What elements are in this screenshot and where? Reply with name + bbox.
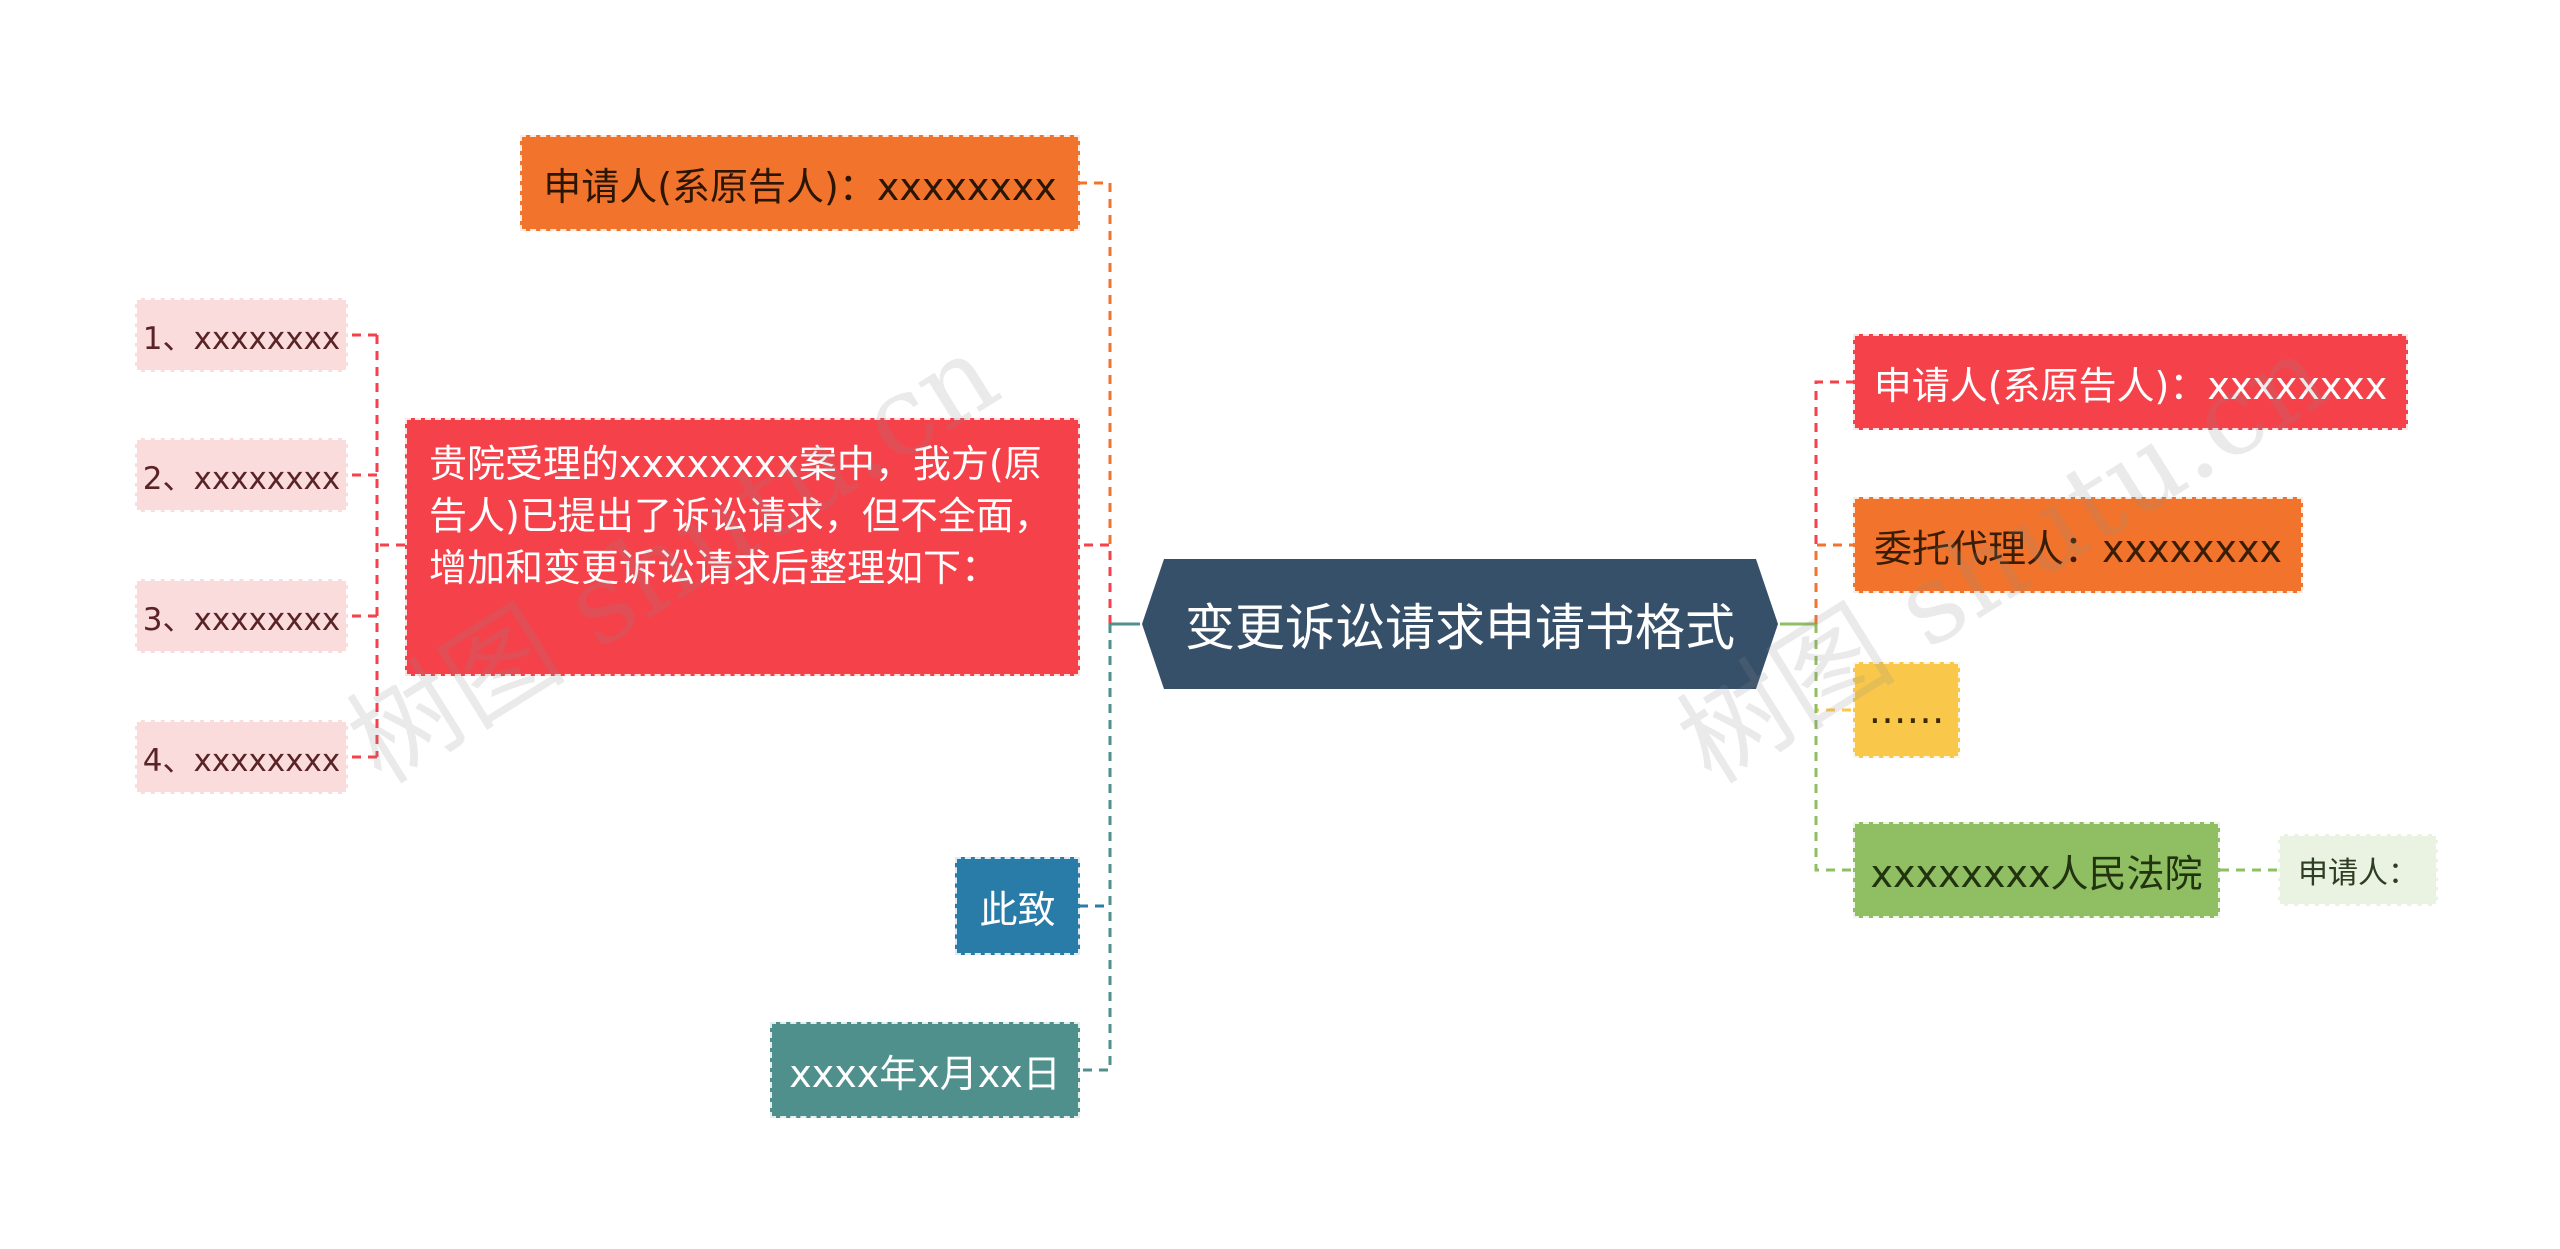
root-hexagon-shape — [1142, 559, 1778, 689]
right-applicant-label: 申请人(系原告人)：xxxxxxxx — [1873, 363, 2388, 408]
root-topic-label: 变更诉讼请求申请书格式 — [1185, 599, 1735, 657]
left-applicant-node[interactable]: 申请人(系原告人)：xxxxxxxx — [520, 135, 1080, 231]
item-label-3: 3、xxxxxxxx — [142, 601, 341, 638]
salutation-label: 此致 — [979, 887, 1056, 932]
court-child-node[interactable]: 申请人： — [2278, 834, 2438, 906]
date-label: xxxx年x月xx日 — [789, 1051, 1061, 1096]
right-applicant-node[interactable]: 申请人(系原告人)：xxxxxxxx — [1853, 334, 2408, 430]
request-body-node[interactable]: 贵院受理的xxxxxxxx案中，我方(原告人)已提出了诉讼请求，但不全面，增加和… — [405, 418, 1080, 676]
item-label-4: 4、xxxxxxxx — [142, 742, 341, 779]
date-node[interactable]: xxxx年x月xx日 — [770, 1022, 1080, 1118]
left-applicant-label: 申请人(系原告人)：xxxxxxxx — [543, 164, 1057, 209]
item-node-1[interactable]: 1、xxxxxxxx — [135, 298, 348, 372]
item-node-2[interactable]: 2、xxxxxxxx — [135, 438, 348, 512]
court-label: xxxxxxxx人民法院 — [1870, 851, 2203, 896]
ellipsis-label: …… — [1868, 688, 1945, 732]
court-node[interactable]: xxxxxxxx人民法院 — [1853, 822, 2220, 918]
agent-label: 委托代理人：xxxxxxxx — [1874, 526, 2282, 571]
item-label-2: 2、xxxxxxxx — [142, 460, 341, 497]
court-child-label: 申请人： — [2298, 856, 2418, 891]
salutation-node[interactable]: 此致 — [955, 857, 1080, 955]
item-node-3[interactable]: 3、xxxxxxxx — [135, 579, 348, 653]
agent-node[interactable]: 委托代理人：xxxxxxxx — [1853, 497, 2303, 593]
root-topic[interactable]: 变更诉讼请求申请书格式 — [1140, 557, 1780, 691]
request-body-text: 贵院受理的xxxxxxxx案中，我方(原告人)已提出了诉讼请求，但不全面，增加和… — [429, 442, 1052, 590]
item-node-4[interactable]: 4、xxxxxxxx — [135, 720, 348, 794]
ellipsis-node[interactable]: …… — [1853, 662, 1960, 758]
item-label-1: 1、xxxxxxxx — [142, 320, 341, 357]
